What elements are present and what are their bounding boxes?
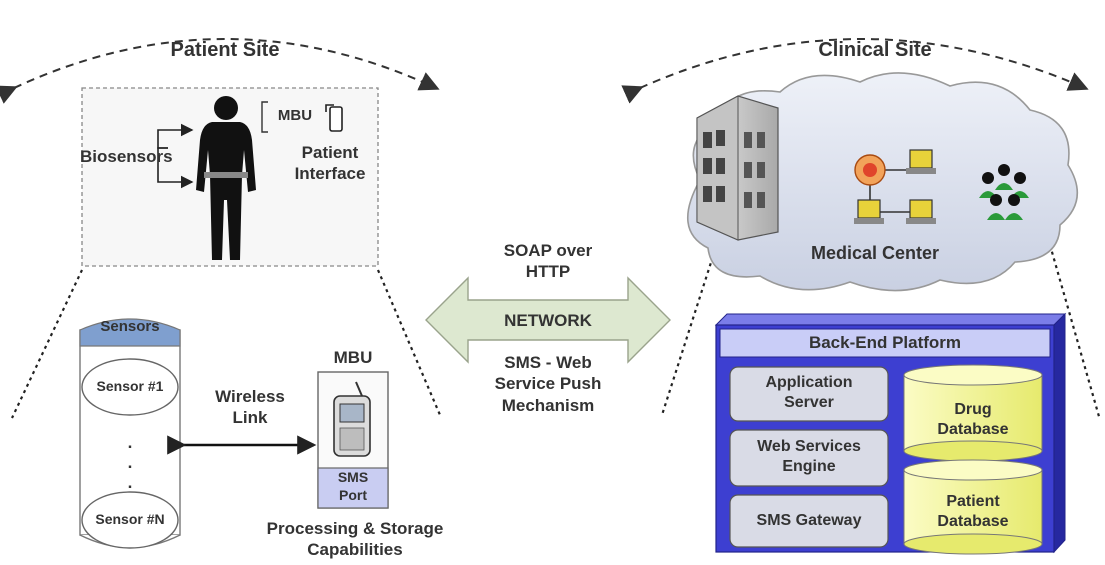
sms-gateway-box — [729, 494, 889, 548]
web-services-engine-box — [729, 429, 889, 487]
mobile-phone-icon — [333, 381, 371, 457]
network-label: NETWORK — [504, 311, 592, 330]
clinical-site-arc — [621, 38, 1089, 104]
sensor-ellipsis-1: . — [127, 433, 133, 452]
clinical-site-title: Clinical Site — [818, 39, 932, 61]
sms-push-label: SMS - Web Service Push Mechanism — [494, 353, 602, 415]
sms-port-label: SMS Port — [337, 469, 369, 503]
network-topology-icon — [854, 149, 936, 224]
sensors-header: Sensors — [100, 318, 160, 335]
soap-over-http-label: SOAP over HTTP — [503, 241, 593, 282]
network-double-arrow — [425, 276, 671, 364]
patient-database-cylinder — [903, 459, 1043, 555]
sensors-cylinder — [79, 318, 181, 549]
patient-site-arc — [0, 38, 440, 104]
medical-center-label: Medical Center — [810, 243, 940, 263]
patient-interface-label: Patient Interface — [294, 143, 366, 184]
sms-gateway-label: SMS Gateway — [756, 512, 862, 529]
mbu-device-box — [317, 371, 389, 509]
sensor-ellipsis-2: . — [127, 453, 133, 472]
sensor-ellipsis-3: . — [127, 473, 133, 492]
drug-database-label: Drug Database — [937, 401, 1009, 438]
application-server-box — [729, 366, 889, 422]
backend-title: Back-End Platform — [808, 333, 962, 352]
patient-database-label: Patient Database — [937, 493, 1009, 530]
sensor-last-label: Sensor #N — [95, 511, 165, 527]
medical-center-cloud — [687, 72, 1079, 292]
patient-silhouette-icon — [196, 96, 256, 260]
sensor-first-label: Sensor #1 — [96, 378, 164, 394]
hospital-building-icon — [696, 95, 779, 241]
patient-site-title: Patient Site — [170, 39, 280, 61]
mbu-label: MBU — [333, 348, 373, 367]
web-services-engine-label: Web Services Engine — [757, 438, 861, 475]
drug-database-cylinder — [903, 364, 1043, 462]
processing-storage-label: Processing & Storage Capabilities — [266, 519, 444, 560]
mbu-small-label: MBU — [277, 107, 313, 124]
small-mbu-device-icon — [325, 104, 343, 132]
application-server-label: Application Server — [765, 374, 853, 411]
backend-platform-box — [714, 312, 1067, 555]
biosensors-label: Biosensors — [80, 147, 173, 166]
medical-staff-group-icon — [979, 164, 1029, 220]
wireless-link-label: Wireless Link — [215, 387, 285, 428]
